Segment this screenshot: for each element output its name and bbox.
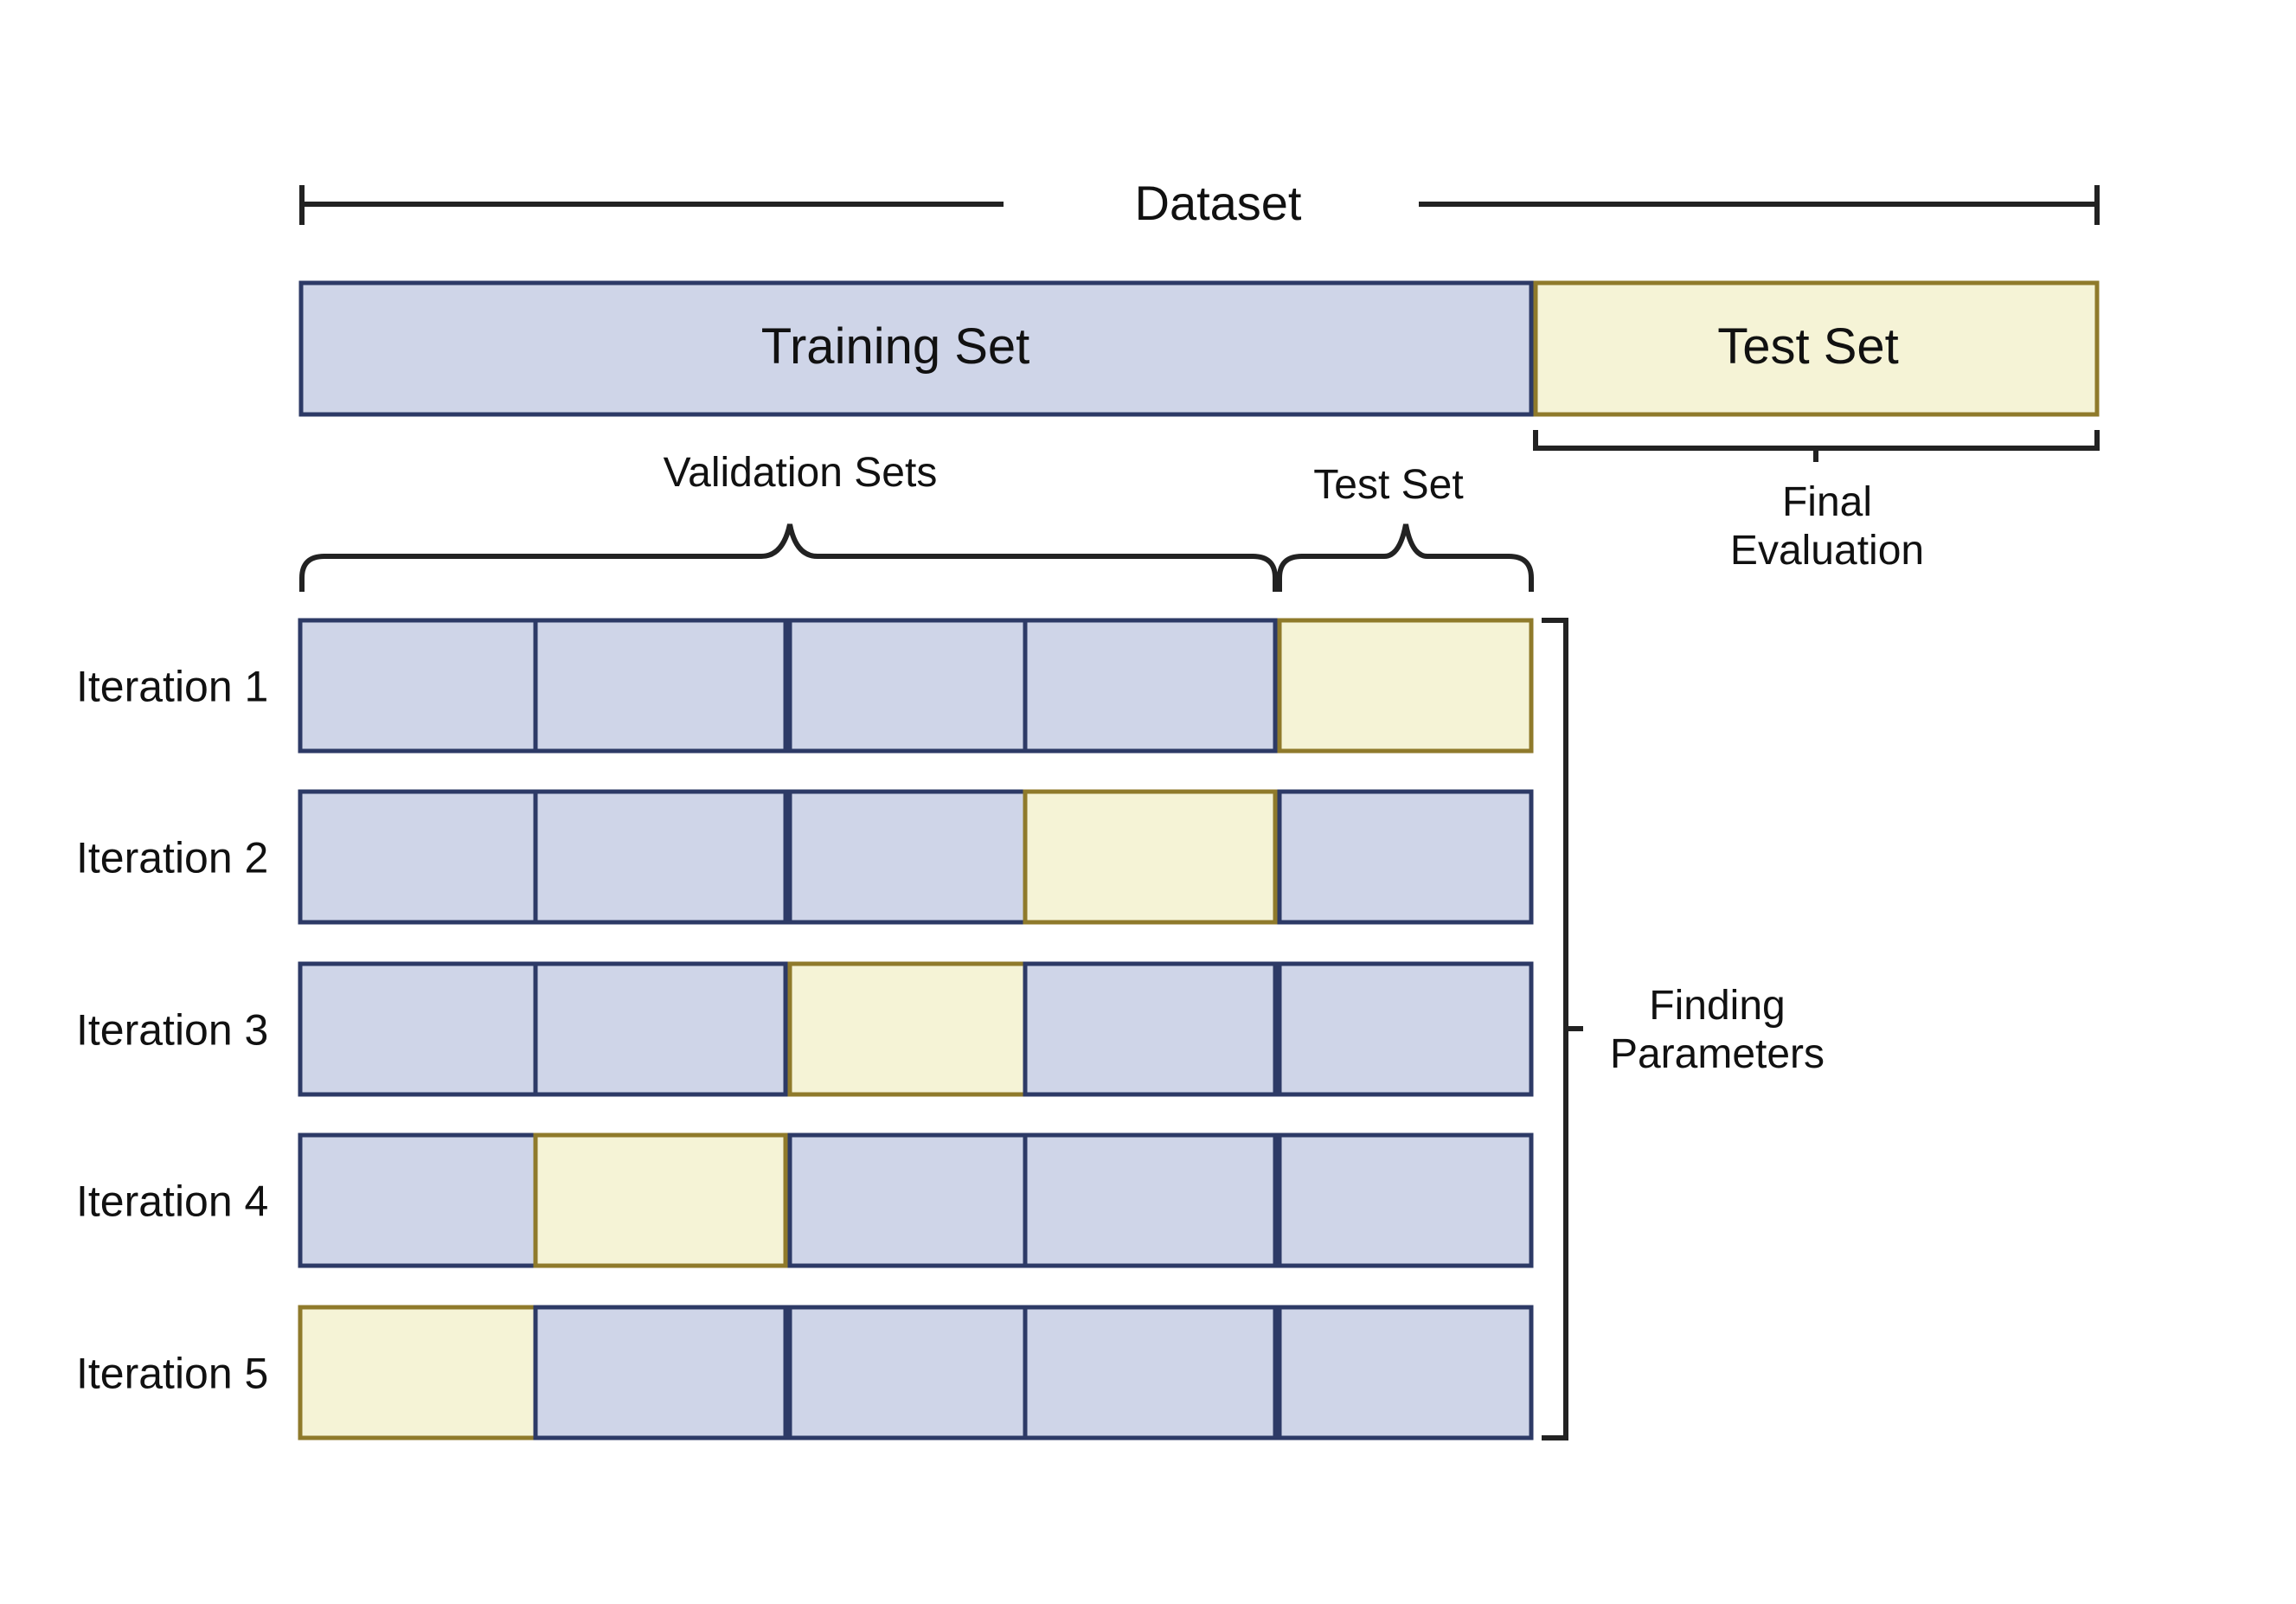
training-set-label: Training Set <box>761 318 1030 375</box>
training-set-block <box>298 280 1534 417</box>
iteration-row: Iteration 1 <box>76 618 1534 754</box>
training-fold-cell <box>1023 618 1278 754</box>
test-fold-cell <box>1277 618 1534 754</box>
dataset-span: Dataset <box>299 176 2100 230</box>
training-fold-cell <box>298 961 538 1097</box>
final-evaluation-bracket: Final Evaluation <box>1533 430 2100 574</box>
iteration-label: Iteration 1 <box>76 663 268 711</box>
validation-sets-brace: Validation Sets <box>299 450 1278 592</box>
training-fold-cell <box>787 1305 1028 1440</box>
finding-parameters-label-line2: Parameters <box>1610 1031 1825 1077</box>
training-fold-cell <box>533 961 788 1097</box>
test-set-brace-label: Test Set <box>1313 462 1463 508</box>
test-fold-cell <box>787 961 1028 1097</box>
training-fold-cell <box>1277 1305 1534 1440</box>
iteration-row: Iteration 3 <box>76 961 1534 1097</box>
training-fold-cell <box>298 618 538 754</box>
training-fold-cell <box>533 618 788 754</box>
dataset-label: Dataset <box>1135 176 1302 230</box>
iteration-label: Iteration 5 <box>76 1350 268 1398</box>
test-fold-cell <box>1023 789 1278 925</box>
training-fold-cell <box>1023 961 1278 1097</box>
finding-parameters-label-line1: Finding <box>1649 983 1785 1029</box>
iteration-rows: Iteration 1 Iteration 2 Iteration 3 Iterati… <box>76 618 1534 1440</box>
iteration-label: Iteration 4 <box>76 1177 268 1226</box>
test-set-brace-line <box>1277 523 1534 592</box>
iteration-row: Iteration 4 <box>76 1132 1534 1268</box>
validation-sets-label: Validation Sets <box>664 450 938 496</box>
final-evaluation-label-line1: Final <box>1782 479 1872 525</box>
test-set-block <box>1533 280 2100 417</box>
final-evaluation-label-line2: Evaluation <box>1730 528 1924 574</box>
training-fold-cell <box>1023 1305 1278 1440</box>
training-fold-cell <box>1277 1132 1534 1268</box>
training-fold-cell <box>1023 1132 1278 1268</box>
top-split-bar: Training Set Test Set <box>298 280 2100 417</box>
iteration-label: Iteration 3 <box>76 1006 268 1055</box>
test-set-label: Test Set <box>1717 318 1899 375</box>
finding-parameters-bracket: Finding Parameters <box>1542 618 1825 1440</box>
iteration-row: Iteration 5 <box>76 1305 1534 1440</box>
final-evaluation-bracket-line <box>1533 430 2100 462</box>
training-fold-cell <box>1277 961 1534 1097</box>
training-fold-cell <box>787 618 1028 754</box>
training-fold-cell <box>787 789 1028 925</box>
validation-sets-brace-line <box>299 523 1278 592</box>
training-fold-cell <box>787 1132 1028 1268</box>
test-fold-cell <box>533 1132 788 1268</box>
test-fold-cell <box>298 1305 538 1440</box>
training-fold-cell <box>533 1305 788 1440</box>
finding-parameters-bracket-line <box>1542 618 1583 1440</box>
training-fold-cell <box>1277 789 1534 925</box>
iteration-row: Iteration 2 <box>76 789 1534 925</box>
training-fold-cell <box>298 1132 538 1268</box>
test-set-brace: Test Set <box>1277 462 1534 592</box>
iteration-label: Iteration 2 <box>76 834 268 882</box>
training-fold-cell <box>298 789 538 925</box>
training-fold-cell <box>533 789 788 925</box>
